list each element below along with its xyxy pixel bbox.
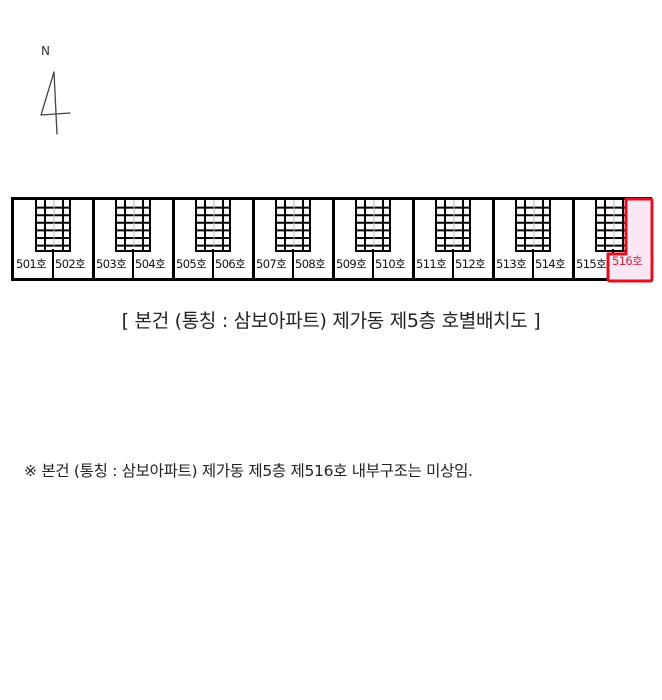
staircase-icon — [275, 200, 311, 252]
unit-pair: 511호 512호 — [414, 200, 494, 278]
page-title: [ 본건 (통칭 : 삼보아파트) 제가동 제5층 호별배치도 ] — [121, 310, 541, 332]
pair-wall — [92, 197, 95, 281]
unit-label[interactable]: 501호 — [16, 257, 47, 271]
staircase-icon — [435, 200, 471, 252]
unit-pair: 513호 514호 — [494, 200, 574, 278]
unit-label[interactable]: 503호 — [96, 257, 127, 271]
unit-wall — [532, 249, 534, 278]
unit-label[interactable]: 515호 — [576, 257, 607, 271]
unit-label[interactable]: 514호 — [535, 257, 566, 271]
pair-wall — [252, 197, 255, 281]
unit-label[interactable]: 510호 — [375, 257, 406, 271]
floor-plan: 501호 502호 503호 504호 505호 506호 507호 508호 509호 510호… — [11, 197, 652, 281]
unit-label[interactable]: 513호 — [496, 257, 527, 271]
footnote: ※ 본건 (통칭 : 삼보아파트) 제가동 제5층 제516호 내부구조는 미상… — [24, 462, 473, 480]
staircase-icon — [595, 200, 631, 252]
unit-label[interactable]: 512호 — [455, 257, 486, 271]
pair-wall — [412, 197, 415, 281]
unit-label[interactable]: 507호 — [256, 257, 287, 271]
unit-wall — [292, 249, 294, 278]
unit-pair: 507호 508호 — [254, 200, 334, 278]
unit-pair: 501호 502호 — [14, 200, 94, 278]
pair-wall — [572, 197, 575, 281]
pair-wall — [172, 197, 175, 281]
pair-wall — [492, 197, 495, 281]
north-arrow-icon — [34, 68, 74, 142]
unit-label[interactable]: 506호 — [215, 257, 246, 271]
unit-label-516: 516호 — [612, 254, 643, 268]
unit-label[interactable]: 511호 — [416, 257, 447, 271]
staircase-icon — [515, 200, 551, 252]
north-label: N — [41, 44, 50, 58]
unit-wall — [372, 249, 374, 278]
unit-wall — [452, 249, 454, 278]
staircase-icon — [355, 200, 391, 252]
unit-label[interactable]: 505호 — [176, 257, 207, 271]
unit-wall — [52, 249, 54, 278]
staircase-icon — [115, 200, 151, 252]
staircase-icon — [195, 200, 231, 252]
unit-pair: 505호 506호 — [174, 200, 254, 278]
staircase-icon — [35, 200, 71, 252]
unit-wall — [132, 249, 134, 278]
unit-pair: 503호 504호 — [94, 200, 174, 278]
unit-label[interactable]: 502호 — [55, 257, 86, 271]
unit-wall — [212, 249, 214, 278]
unit-label[interactable]: 509호 — [336, 257, 367, 271]
unit-pair: 509호 510호 — [334, 200, 414, 278]
unit-label[interactable]: 508호 — [295, 257, 326, 271]
pair-wall — [332, 197, 335, 281]
unit-label[interactable]: 504호 — [135, 257, 166, 271]
